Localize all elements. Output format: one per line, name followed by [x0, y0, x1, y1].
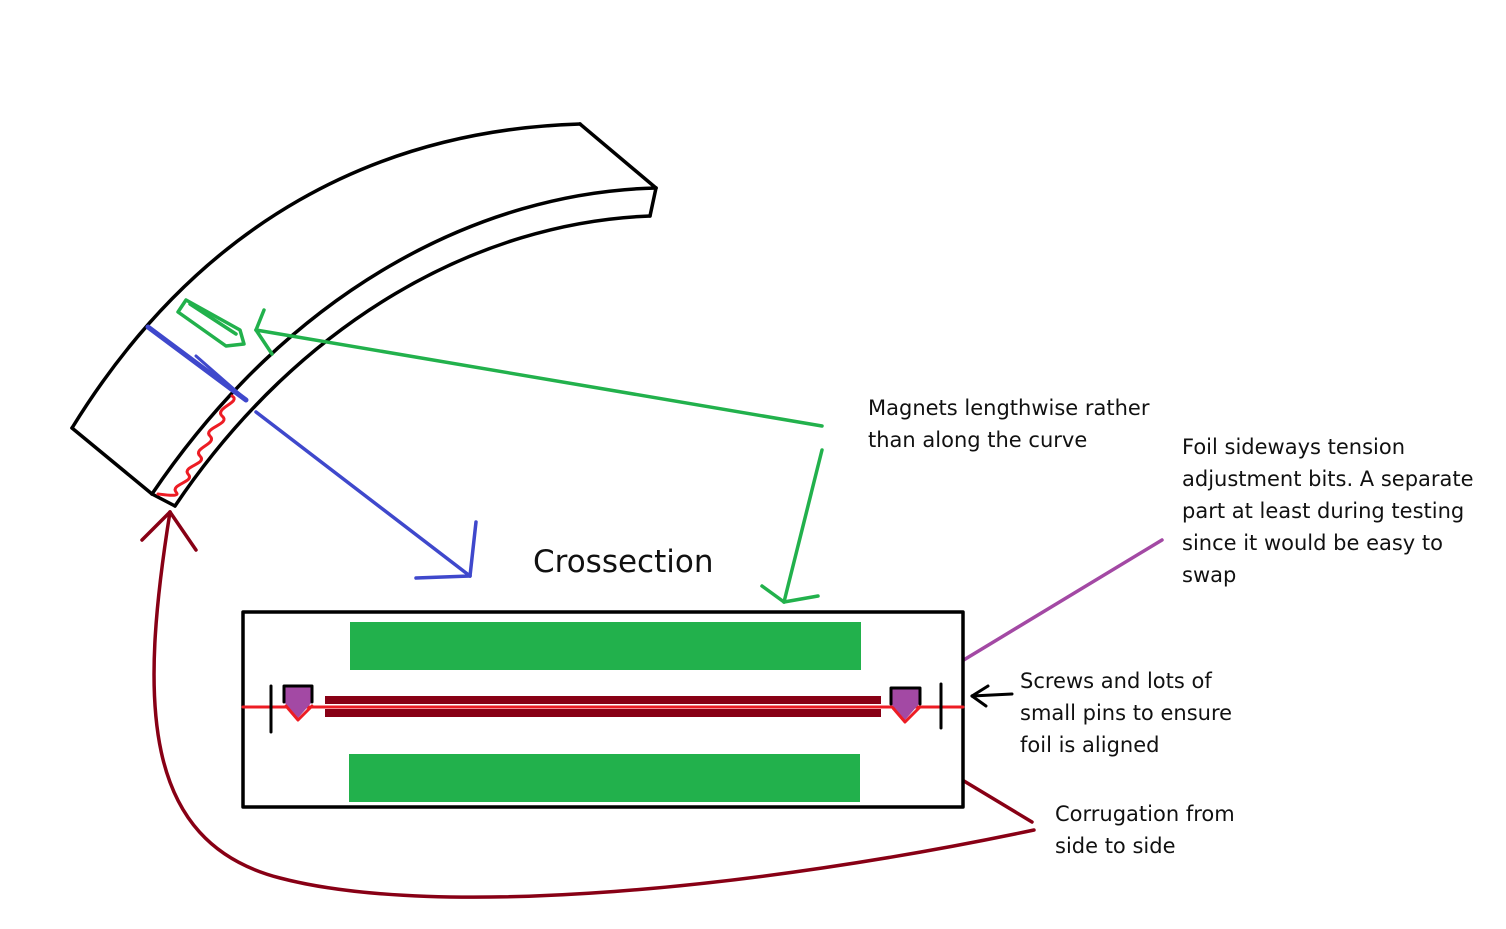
curve-magnet-sketch	[176, 298, 246, 348]
screws-arrow	[970, 684, 1014, 708]
magnets-annotation: Magnets lengthwise rather than along the…	[868, 392, 1149, 456]
track-end-cap-top	[578, 122, 658, 190]
magnet-arrows	[254, 308, 824, 604]
corrugation-annotation: Corrugation from side to side	[1055, 798, 1235, 862]
annotation-line: Magnets lengthwise rather	[868, 396, 1150, 420]
curved-track	[70, 122, 658, 508]
track-outer-edge	[70, 122, 582, 430]
annotation-line: Screws and lots of	[1020, 669, 1212, 693]
annotation-line: Corrugation from	[1055, 802, 1235, 826]
annotation-line: side to side	[1055, 834, 1176, 858]
track-end-cap-left	[70, 426, 154, 496]
section-cut-line	[145, 324, 249, 403]
screws-annotation: Screws and lots of small pins to ensure …	[1020, 665, 1232, 761]
annotation-line: foil is aligned	[1020, 733, 1160, 757]
annotation-line: small pins to ensure	[1020, 701, 1233, 725]
annotation-line: Foil sideways tension	[1182, 435, 1406, 459]
annotation-line: adjustment bits. A separate	[1182, 467, 1474, 491]
annotation-line: since it would be easy to	[1182, 531, 1443, 555]
corrugation-arrow-curve	[140, 510, 1036, 899]
foil-tension-annotation: Foil sideways tension adjustment bits. A…	[1182, 431, 1474, 591]
top-magnet-bar	[350, 622, 861, 670]
corrugated-foil-top	[325, 696, 881, 704]
bottom-magnet-bar	[349, 754, 860, 802]
track-inner-lower-edge	[173, 214, 652, 508]
corrugation-wave-curve	[156, 394, 236, 497]
annotation-line: swap	[1182, 563, 1237, 587]
track-end-cap-front	[648, 186, 658, 218]
left-tension-bit	[282, 684, 314, 722]
track-front-bottom	[150, 492, 177, 508]
track-inner-top-edge	[150, 186, 658, 496]
corrugated-foil-bottom	[325, 709, 881, 717]
right-tension-bit	[889, 686, 922, 724]
annotation-line: than along the curve	[868, 428, 1088, 452]
annotation-line: part at least during testing	[1182, 499, 1465, 523]
section-arrow	[254, 410, 478, 580]
crossection-title: Crossection	[533, 544, 714, 580]
